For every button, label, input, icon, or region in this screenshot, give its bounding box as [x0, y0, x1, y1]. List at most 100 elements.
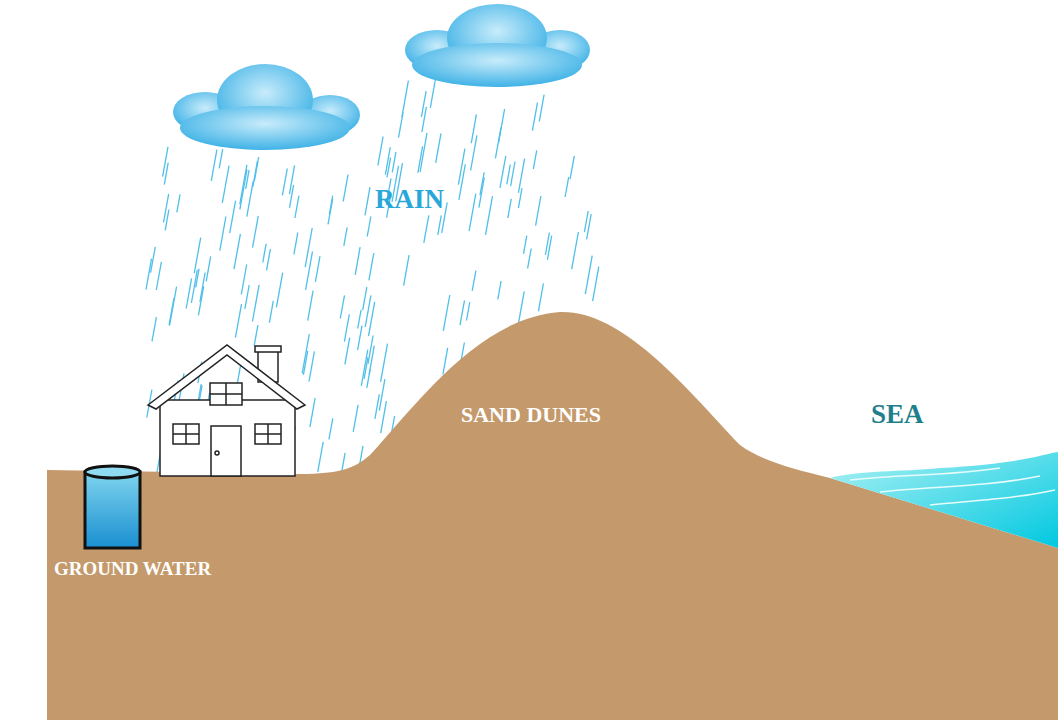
- rain-streak: [565, 177, 569, 197]
- rain-streak: [486, 196, 493, 235]
- rain-streak: [443, 348, 448, 375]
- rain-streak: [308, 291, 313, 321]
- rain-streak: [253, 161, 258, 187]
- rain-streak: [355, 247, 360, 275]
- rain-streak: [459, 164, 465, 199]
- rain-streak: [165, 210, 169, 231]
- rain-streak: [315, 256, 320, 282]
- rain-streak: [536, 196, 541, 226]
- rain-streak: [364, 357, 368, 378]
- rain-streak: [289, 165, 294, 194]
- rain-streak: [467, 302, 470, 321]
- sea-label: SEA: [871, 399, 924, 430]
- rain-streak: [524, 236, 527, 254]
- rain-streak: [196, 269, 199, 288]
- rain-streak: [420, 133, 427, 172]
- rain-streak: [538, 283, 543, 311]
- rain-streak: [472, 271, 476, 291]
- rain-streak: [294, 233, 298, 255]
- rain-streak: [369, 302, 375, 336]
- rain-streak: [164, 163, 168, 185]
- ground-water-label: GROUND WATER: [54, 558, 211, 580]
- rain-streak: [152, 317, 156, 341]
- rain-streak: [539, 95, 544, 122]
- rain-streak: [511, 162, 515, 187]
- rain-streak: [222, 166, 229, 203]
- rain-streak: [358, 310, 361, 329]
- rain-streak: [528, 249, 532, 269]
- rain-streak: [345, 338, 350, 365]
- rain-streak: [460, 300, 465, 325]
- rain-streak: [220, 217, 226, 251]
- rain-streak: [200, 273, 205, 302]
- rain-streak: [361, 350, 368, 386]
- rain-streak: [211, 150, 217, 181]
- rain-streak: [430, 80, 435, 108]
- rain-streak: [177, 194, 180, 212]
- rain-streak: [469, 194, 476, 232]
- rain-streak: [234, 234, 240, 269]
- rain-streak: [402, 81, 409, 118]
- rain-streak: [500, 156, 506, 188]
- rain-streak: [387, 158, 391, 178]
- dune-label: SAND DUNES: [461, 402, 601, 428]
- rain-streak: [458, 149, 465, 185]
- rain-streak: [198, 286, 203, 315]
- rain-streak: [318, 442, 323, 472]
- house: [148, 345, 305, 476]
- rain-streak: [269, 301, 273, 323]
- rain-streak: [545, 233, 549, 255]
- rain-streak: [381, 401, 387, 433]
- ground-water-tank: [85, 466, 140, 548]
- rain-streak: [329, 418, 333, 439]
- rain-streak: [340, 295, 344, 318]
- rain-streak: [479, 178, 484, 208]
- rain-streak: [344, 227, 347, 246]
- rain-streak: [235, 304, 241, 338]
- rain-streak: [381, 344, 388, 382]
- rain-streak: [353, 405, 358, 432]
- sea: [830, 452, 1058, 548]
- rain-streak: [206, 256, 211, 281]
- rain-streak: [369, 253, 374, 280]
- rain-streak: [572, 232, 579, 269]
- rain-streak: [495, 127, 501, 158]
- rain-streak: [532, 103, 537, 131]
- rain-streak: [254, 325, 258, 346]
- rain-streak: [593, 267, 599, 302]
- rain-streak: [379, 379, 385, 410]
- cloud: [173, 64, 360, 150]
- rain-streak: [375, 394, 379, 419]
- rain-streak: [424, 215, 429, 243]
- rain-streak: [240, 165, 247, 204]
- rain-streak: [436, 133, 441, 163]
- rain-streak: [295, 196, 299, 218]
- rain-streak: [367, 216, 371, 236]
- rain-streak: [404, 255, 410, 286]
- rain-streak: [498, 281, 501, 299]
- rain-streak: [443, 295, 450, 331]
- rain-streak: [328, 199, 333, 225]
- ground: [47, 312, 1058, 720]
- rain-streak: [156, 262, 161, 290]
- rain-streak: [219, 149, 223, 168]
- rain-streak: [365, 295, 371, 327]
- rain-streak: [276, 273, 282, 308]
- rain-streak: [309, 351, 314, 381]
- rain-streak: [422, 107, 427, 132]
- rain-streak: [471, 135, 477, 170]
- sea-wave: [850, 468, 1055, 505]
- rain-streak: [186, 278, 191, 308]
- rain-streak: [310, 398, 315, 427]
- rain-streak: [290, 185, 294, 208]
- rain-streak: [343, 175, 348, 202]
- rain-streak: [344, 314, 349, 341]
- rain-streak: [240, 170, 247, 210]
- rain-streak: [533, 150, 536, 169]
- rain-streak: [170, 287, 177, 326]
- rain-streak: [163, 147, 168, 177]
- rain-streak: [282, 169, 287, 196]
- rain-streak: [507, 165, 511, 185]
